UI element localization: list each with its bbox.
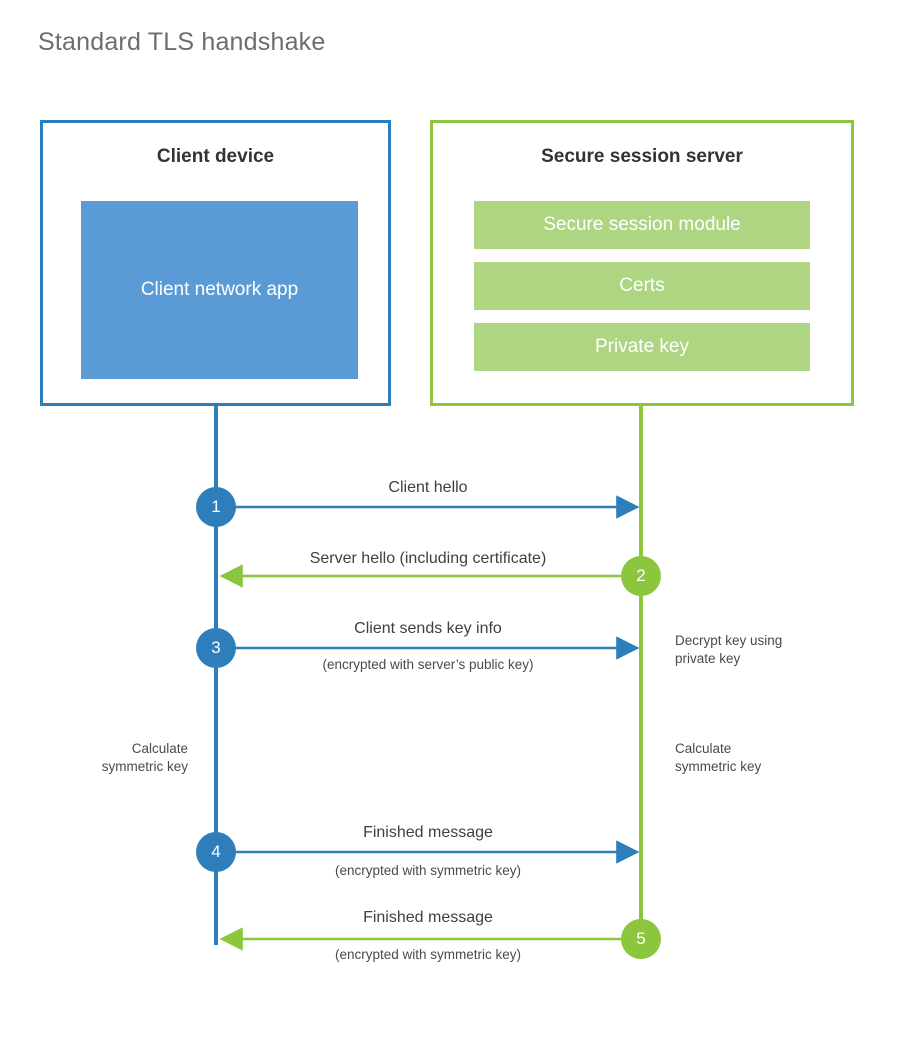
step-marker-1[interactable]: 1: [196, 487, 236, 527]
message-sublabel-step-4: (encrypted with symmetric key): [334, 863, 522, 878]
server-module-label: Private key: [595, 336, 689, 357]
step-marker-2[interactable]: 2: [621, 556, 661, 596]
secure-session-server-panel: Secure session server Secure session mod…: [430, 120, 854, 406]
server-module-private-key: Private key: [474, 323, 810, 371]
message-sublabel-step-5: (encrypted with symmetric key): [334, 947, 522, 962]
step-number: 2: [636, 566, 646, 585]
message-label-step-3: Client sends key info: [354, 620, 502, 637]
client-network-app-box: Client network app: [81, 201, 358, 379]
step-marker-4[interactable]: 4: [196, 832, 236, 872]
message-label-step-1: Client hello: [388, 479, 468, 496]
message-label-step-2: Server hello (including certificate): [309, 550, 547, 567]
step-marker-3[interactable]: 3: [196, 628, 236, 668]
page-title: Standard TLS handshake: [38, 28, 326, 56]
client-device-panel: Client device Client network app: [40, 120, 391, 406]
message-label-step-5: Finished message: [363, 909, 493, 926]
annotation-server-calculate-symmetric-key: Calculate symmetric key: [675, 741, 762, 775]
client-network-app-label: Client network app: [140, 279, 299, 301]
server-module-certs: Certs: [474, 262, 810, 310]
server-module-label: Certs: [619, 275, 665, 296]
client-device-title: Client device: [156, 146, 275, 167]
message-label-step-4: Finished message: [363, 824, 493, 841]
step-number: 3: [211, 638, 221, 657]
server-module-label: Secure session module: [543, 214, 741, 235]
message-sublabel-step-3: (encrypted with server’s public key): [322, 657, 534, 672]
secure-session-server-title: Secure session server: [541, 146, 743, 167]
step-number: 1: [211, 497, 221, 516]
step-number: 4: [211, 842, 221, 861]
server-module-secure-session-module: Secure session module: [474, 201, 810, 249]
step-marker-5[interactable]: 5: [621, 919, 661, 959]
annotation-server-decrypt: Decrypt key using private key: [675, 633, 783, 667]
server-module-list: Secure session module Certs Private key: [474, 201, 810, 371]
step-number: 5: [636, 929, 646, 948]
annotation-client-calculate-symmetric-key: Calculate symmetric key: [101, 741, 188, 775]
